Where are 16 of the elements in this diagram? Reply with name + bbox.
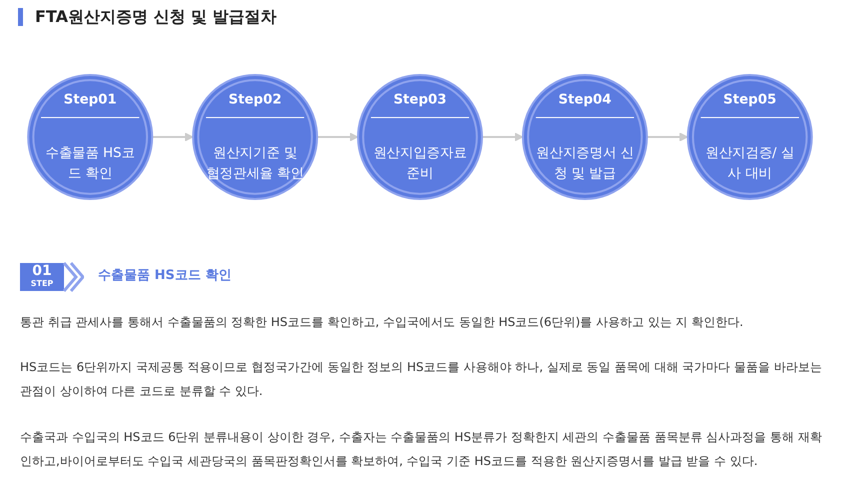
- arrow: [317, 132, 358, 142]
- arrow: [152, 132, 194, 142]
- step-number: 01: [31, 263, 53, 279]
- step-tag: STEP: [20, 279, 64, 289]
- paragraph: 통관 취급 관세사를 통해서 수출물품의 정확한 HS코드를 확인하고, 수입국에서도 동일한 HS코드(6단위)를 사용하고 있는 지 확인한다.: [20, 314, 744, 331]
- node-circle: Step05 원산지검증/ 실사 대비: [686, 74, 813, 200]
- arrow: [482, 132, 524, 142]
- node-circle: Step04 원산지증명서 신청 및 발급: [522, 74, 648, 200]
- node-circle: Step02 원산지기준 및 협정관세율 확인: [192, 74, 318, 200]
- paragraph: 수출국과 수입국의 HS코드 6단위 분류내용이 상이한 경우, 수출자는 수출물품의 HS분류가 정확한지 세관의 수출물품 품목분류 심사과정을 통해 재확인하고,바이어로부터도 수입국 세관당국의 품목판정확인서를 확보하여, 수입국 기준 HS코드를 적용한 원산지증명서를 발급 받을 수 있다.: [20, 429, 823, 470]
- arrow: [646, 132, 688, 142]
- page-title: FTA원산지증명 신청 및 발급절차: [18, 8, 277, 26]
- paragraph: HS코드는 6단위까지 국제공통 적용이므로 협정국가간에 동일한 정보의 HS코드를 사용해야 하나, 실제로 동일 품목에 대해 국가마다 물품을 바라보는 관점이 상이하여 다른 코드로 분류할 수 있다.: [20, 359, 823, 400]
- section-heading: 수출물품 HS코드 확인: [98, 267, 232, 284]
- node-circle: Step03 원산지입증자료 준비: [357, 74, 483, 200]
- node-circle: Step01 수출물품 HS코드 확인: [27, 74, 154, 200]
